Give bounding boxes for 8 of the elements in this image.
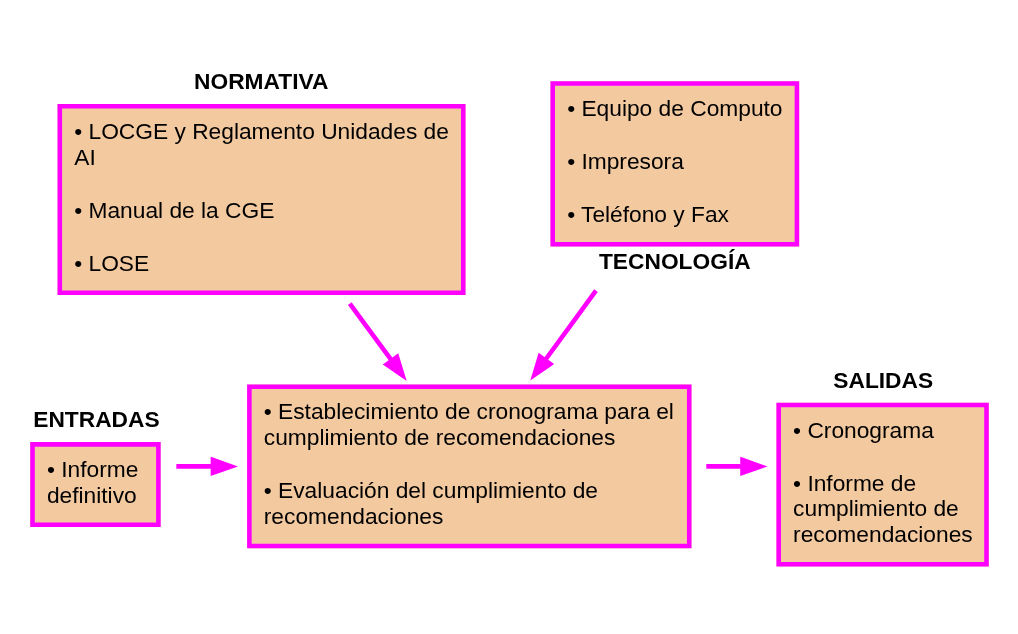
node-label: ENTRADAS [32, 405, 160, 432]
arrow [705, 456, 768, 476]
arrow [175, 456, 238, 476]
arrow [529, 289, 598, 381]
node-label: NORMATIVA [193, 67, 328, 94]
node-label: TECNOLOGÍA [598, 248, 751, 275]
node-label: SALIDAS [832, 366, 933, 393]
arrow [347, 302, 407, 381]
